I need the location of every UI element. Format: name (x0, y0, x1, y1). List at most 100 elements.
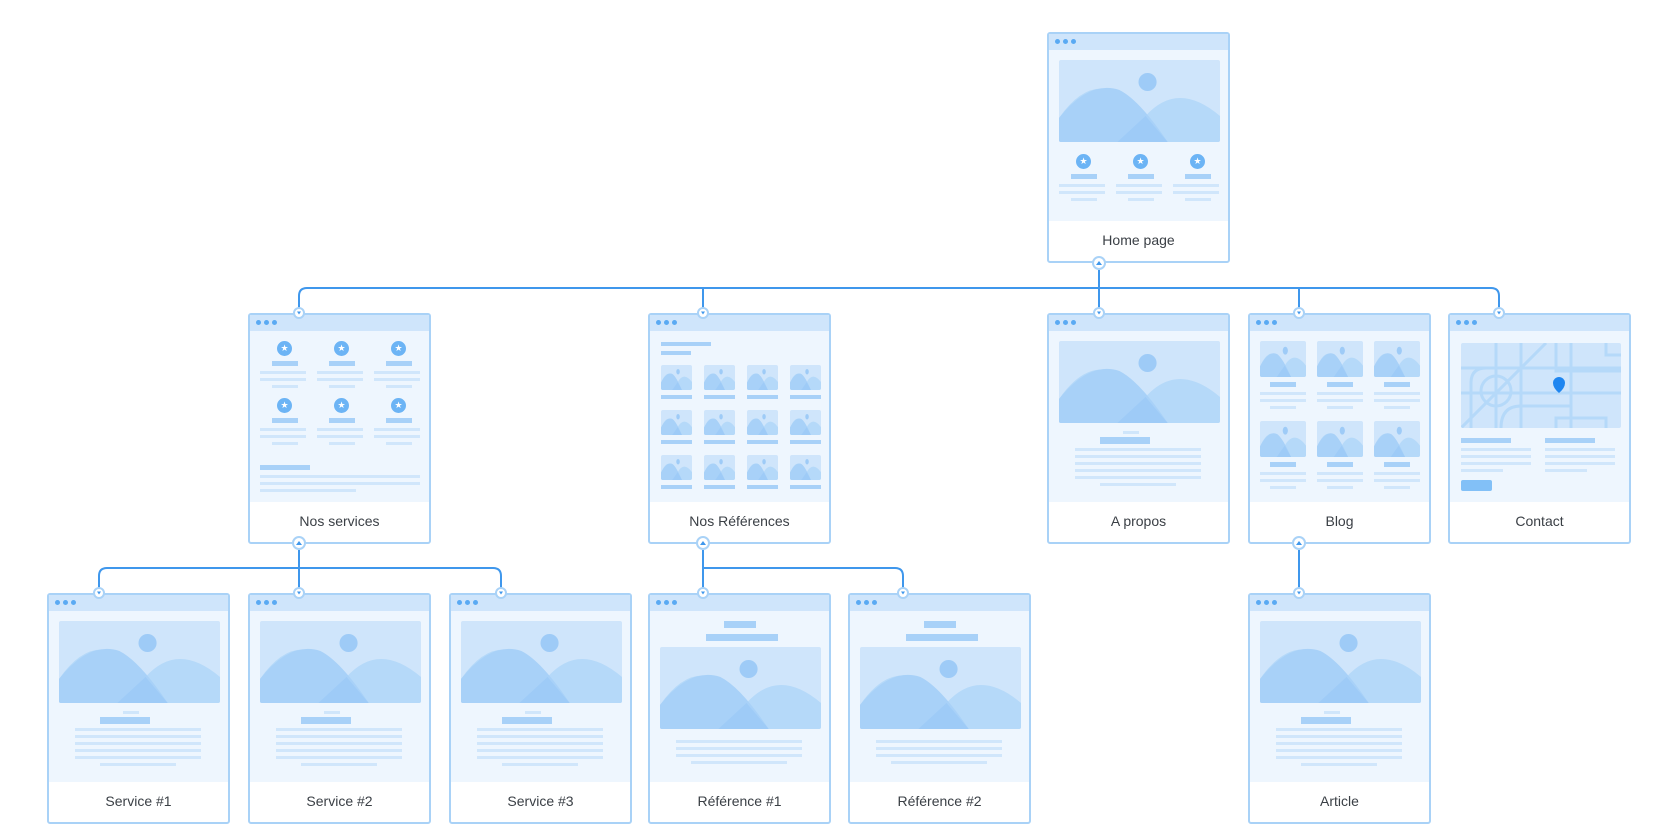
placeholder-heading (747, 485, 778, 489)
placeholder-heading (661, 395, 692, 399)
placeholder-line (75, 728, 201, 731)
placeholder-line (676, 747, 802, 750)
image-placeholder-icon (661, 455, 692, 480)
placeholder-line (891, 761, 987, 764)
placeholder-heading (1270, 462, 1296, 467)
star-icon: ★ (1076, 154, 1091, 169)
placeholder-line (301, 763, 377, 766)
image-placeholder-icon (704, 365, 735, 390)
page-label: Référence #2 (897, 793, 982, 809)
card-titlebar (1450, 315, 1629, 331)
image-placeholder-icon (1260, 621, 1421, 703)
placeholder-line (1276, 756, 1402, 759)
placeholder-line (1317, 399, 1363, 402)
placeholder-line (276, 756, 402, 759)
card-titlebar (1049, 34, 1228, 50)
image-placeholder-icon (1260, 341, 1306, 377)
page-card-home[interactable]: ★ ★ ★ Home page (1047, 32, 1230, 263)
placeholder-heading (704, 485, 735, 489)
placeholder-heading (1327, 382, 1353, 387)
card-titlebar (250, 595, 429, 611)
placeholder-line (1327, 406, 1353, 409)
placeholder-line (1317, 392, 1363, 395)
placeholder-line (1374, 399, 1420, 402)
placeholder-line (1384, 406, 1410, 409)
page-label: Service #2 (306, 793, 373, 809)
placeholder-line (276, 728, 402, 731)
collapse-toggle-blog[interactable] (1292, 536, 1306, 550)
map-icon (1461, 343, 1621, 428)
image-placeholder-icon (260, 621, 421, 703)
card-titlebar (1250, 315, 1429, 331)
page-card-service-2[interactable]: Service #2 (248, 593, 431, 824)
placeholder-line (1075, 469, 1201, 472)
page-card-reference-2[interactable]: Référence #2 (848, 593, 1031, 824)
placeholder-line (75, 742, 201, 745)
placeholder-line (477, 749, 603, 752)
placeholder-line (75, 756, 201, 759)
placeholder-heading (747, 440, 778, 444)
image-placeholder-icon (59, 621, 220, 703)
placeholder-heading (1327, 462, 1353, 467)
page-card-service-3[interactable]: Service #3 (449, 593, 632, 824)
collapse-toggle-home[interactable] (1092, 256, 1106, 270)
placeholder-line (502, 763, 578, 766)
placeholder-heading (704, 395, 735, 399)
placeholder-line (1374, 392, 1420, 395)
placeholder-line (525, 711, 541, 714)
star-icon: ★ (1133, 154, 1148, 169)
placeholder-line (1260, 472, 1306, 475)
card-preview (650, 611, 829, 782)
page-card-services[interactable]: ★★★ ★★★ Nos services (248, 313, 431, 544)
placeholder-line (1324, 711, 1340, 714)
collapse-toggle-services[interactable] (292, 536, 306, 550)
page-card-reference-1[interactable]: Référence #1 (648, 593, 831, 824)
connector-node (1293, 587, 1305, 599)
page-card-blog[interactable]: Blog (1248, 313, 1431, 544)
page-label: Service #1 (105, 793, 172, 809)
placeholder-heading (724, 621, 756, 628)
collapse-toggle-references[interactable] (696, 536, 710, 550)
card-preview (1450, 331, 1629, 502)
card-preview (49, 611, 228, 782)
image-placeholder-icon (1374, 341, 1420, 377)
card-titlebar (650, 595, 829, 611)
placeholder-line (1276, 749, 1402, 752)
placeholder-line (1260, 392, 1306, 395)
placeholder-line (1075, 462, 1201, 465)
page-card-article[interactable]: Article (1248, 593, 1431, 824)
page-card-references[interactable]: Nos Références (648, 313, 831, 544)
card-preview: ★★★ ★★★ (250, 331, 429, 502)
placeholder-line (1276, 728, 1402, 731)
image-placeholder-icon (461, 621, 622, 703)
connector-node (1293, 307, 1305, 319)
placeholder-line (477, 742, 603, 745)
star-icon: ★ (1190, 154, 1205, 169)
card-titlebar (1250, 595, 1429, 611)
card-titlebar (850, 595, 1029, 611)
placeholder-line (477, 756, 603, 759)
placeholder-heading (661, 440, 692, 444)
page-label: Référence #1 (697, 793, 782, 809)
image-placeholder-icon (747, 455, 778, 480)
connector-node (293, 587, 305, 599)
placeholder-line (1270, 486, 1296, 489)
card-preview (850, 611, 1029, 782)
page-label: Service #3 (507, 793, 574, 809)
placeholder-line (75, 749, 201, 752)
page-card-about[interactable]: A propos (1047, 313, 1230, 544)
placeholder-line (477, 735, 603, 738)
map-pin-icon (1553, 377, 1565, 393)
page-card-service-1[interactable]: Service #1 (47, 593, 230, 824)
image-placeholder-icon (790, 455, 821, 480)
card-titlebar (1049, 315, 1228, 331)
page-card-contact[interactable]: Contact (1448, 313, 1631, 544)
placeholder-heading (747, 395, 778, 399)
placeholder-line (1374, 472, 1420, 475)
image-placeholder-icon (1059, 341, 1220, 423)
placeholder-heading (924, 621, 956, 628)
placeholder-line (276, 735, 402, 738)
image-placeholder-icon (747, 410, 778, 435)
